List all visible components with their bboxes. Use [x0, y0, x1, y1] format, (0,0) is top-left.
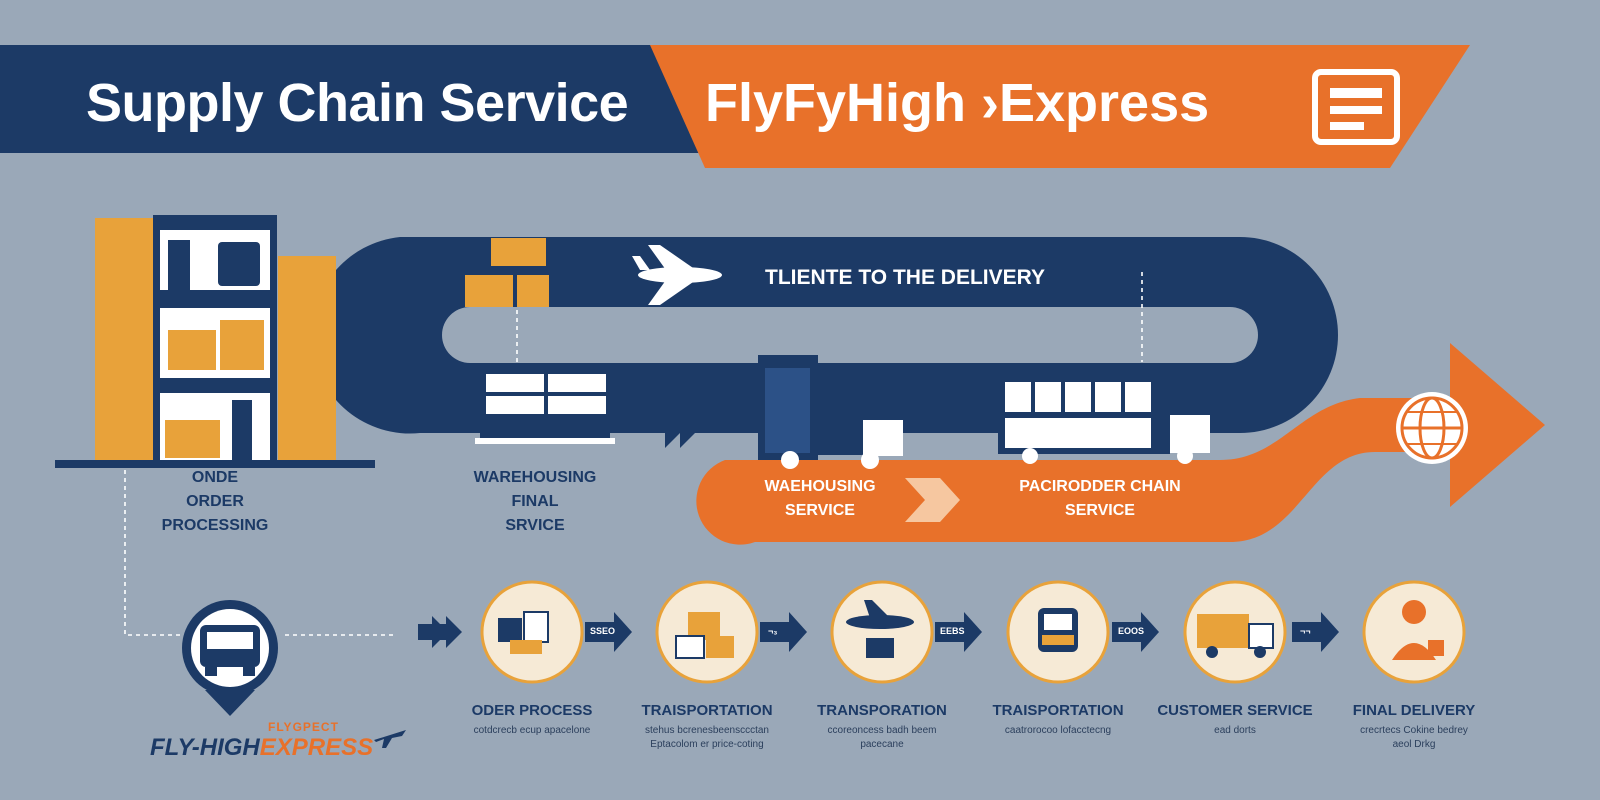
step-circle-transportation-3 [1006, 580, 1110, 684]
step-circle-final-delivery [1362, 580, 1466, 684]
container-truck-icon [998, 376, 1210, 464]
connector-label: EOOS [1118, 626, 1145, 636]
dashed-connector [124, 272, 1143, 636]
step-title: TRAISPORTATION [992, 702, 1124, 719]
step-description: caatrorocoo lofacctecng [1004, 725, 1112, 736]
step-description: stehus bcrenesbeensccctan Eptacolom er p… [645, 725, 769, 750]
globe-icon [1396, 392, 1468, 464]
truck-icon [758, 355, 903, 469]
plane-logo-icon [374, 730, 406, 748]
step-title: TRAISPORTATION [641, 702, 773, 719]
airplane-icon [632, 245, 722, 305]
step-description: ccoreoncess badh beem pacecane [827, 725, 937, 750]
connector-label: SSEO [590, 626, 616, 636]
step-title: TRANSPORATION [817, 702, 947, 719]
stage-label-chain-service: PACIRODDER CHAIN SERVICE [1019, 478, 1181, 519]
stage-label-warehousing-final: WAREHOUSING FINAL SRVICE [473, 469, 597, 534]
step-title: CUSTOMER SERVICE [1157, 702, 1313, 719]
step-description: crecrtecs Cokine bedrey aeol Drkg [1360, 725, 1468, 750]
pallet-icon [475, 368, 615, 444]
step-description: ead dorts [1214, 725, 1256, 736]
step-circle-transportation-1 [655, 580, 759, 684]
brand-title: FlyFyHigh ›Express [705, 73, 1210, 133]
warehouse-building [55, 215, 375, 468]
chevron-right-icon [665, 412, 698, 448]
step-title: ODER PROCESS [471, 702, 593, 719]
fast-forward-icon [905, 478, 960, 522]
connector-label: ¬¬ [1300, 626, 1311, 636]
stage-label-order-processing: ONDE ORDER PROCESSING [161, 469, 269, 534]
location-pin-truck-icon [182, 600, 278, 716]
route-loop-hole [442, 307, 1258, 363]
header-banner [0, 45, 1470, 168]
step-arrow [418, 612, 1339, 652]
connector-label: EEBS [940, 626, 965, 636]
connector-label: ¬₃ [768, 626, 778, 636]
stage-label-warehousing-service: WAEHOUSING SERVICE [764, 478, 876, 519]
page-title: Supply Chain Service [86, 73, 629, 133]
orange-swoosh-arrow [696, 343, 1545, 545]
step-description: cotdcrecb ecup apacelone [473, 725, 591, 736]
route-label: TLIENTE TO THE DELIVERY [765, 266, 1046, 289]
logo-tagline: FLYGPECT [268, 720, 339, 734]
step-circle-order-process [480, 580, 584, 684]
boxes-stack-icon [465, 238, 549, 307]
step-circle-transportation-2 [830, 580, 934, 684]
company-logo: FLY-HIGHEXPRESS [150, 734, 374, 761]
document-icon [1312, 69, 1400, 145]
step-circle-customer-service [1183, 580, 1287, 684]
step-title: FINAL DELIVERY [1352, 702, 1476, 719]
